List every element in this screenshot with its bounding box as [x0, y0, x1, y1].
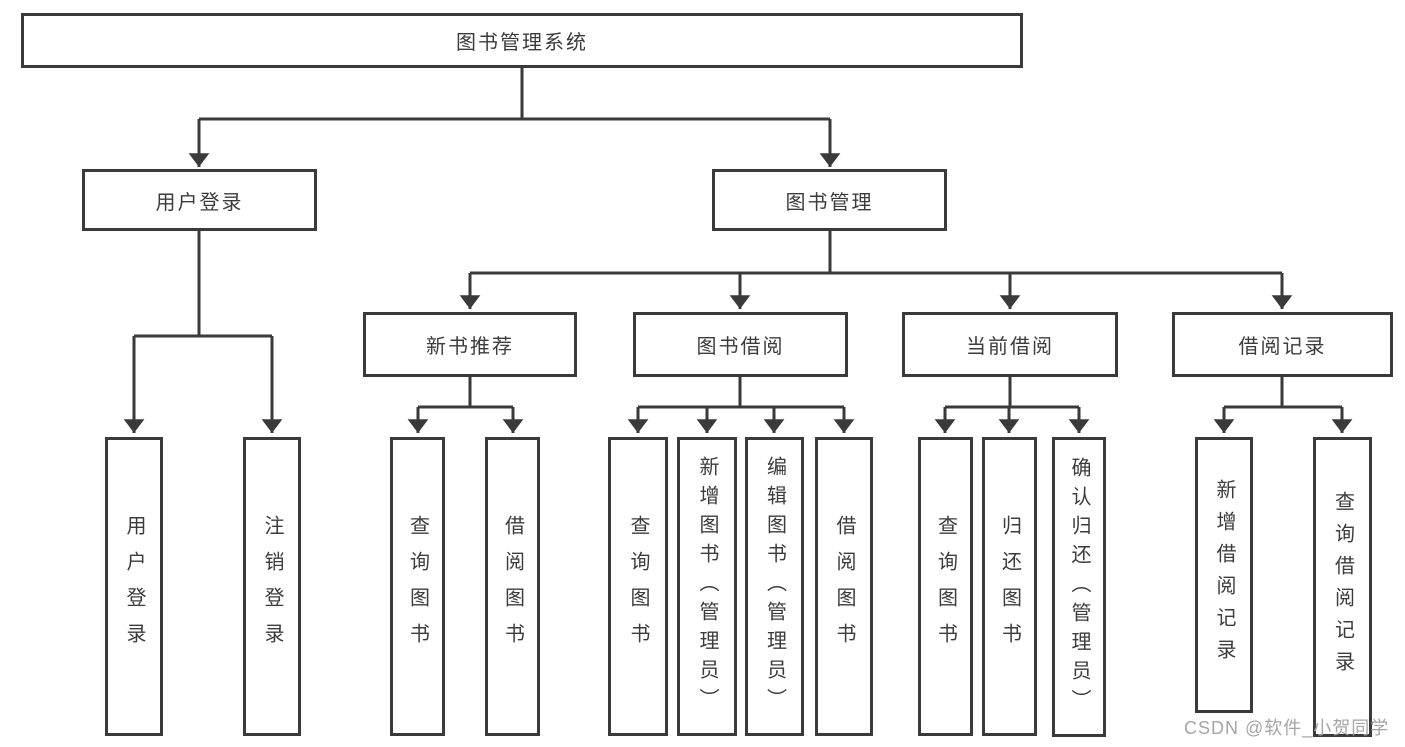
node-label: 图书借阅	[696, 336, 785, 358]
node-label: 注销登录	[261, 514, 283, 659]
leaf-query-books-current: 查询图书	[918, 437, 973, 736]
leaf-add-books-admin: 新增图书（管理员）	[677, 437, 737, 736]
leaf-edit-books-admin: 编辑图书（管理员）	[745, 437, 804, 736]
leaf-borrow-books: 借阅图书	[815, 437, 873, 736]
node-label: 用户登录	[155, 191, 244, 214]
node-label: 确认归还（管理员）	[1068, 456, 1090, 718]
node-label: 图书管理系统	[456, 32, 588, 54]
node-label: 查询图书	[934, 514, 957, 659]
node-label: 借阅图书	[833, 514, 855, 659]
leaf-confirm-return-admin: 确认归还（管理员）	[1052, 437, 1106, 737]
node-label: 当前借阅	[966, 336, 1054, 358]
leaf-query-books-recommend: 查询图书	[390, 437, 445, 736]
node-label: 查询借阅记录	[1331, 491, 1354, 683]
node-label: 查询图书	[406, 514, 429, 659]
node-user-login: 用户登录	[82, 169, 317, 231]
leaf-user-login: 用户登录	[105, 437, 163, 736]
node-label: 借阅图书	[501, 514, 524, 659]
node-current-borrow: 当前借阅	[902, 312, 1118, 377]
watermark-text: CSDN @软件_小贺同学	[1184, 718, 1390, 738]
node-new-book-recommend: 新书推荐	[363, 312, 577, 377]
node-borrow-records: 借阅记录	[1172, 312, 1393, 377]
leaf-logout: 注销登录	[243, 437, 301, 736]
node-root-system: 图书管理系统	[21, 13, 1023, 68]
node-book-borrow: 图书借阅	[633, 312, 848, 377]
node-label: 新增图书（管理员）	[696, 456, 718, 717]
leaf-query-borrow-record: 查询借阅记录	[1313, 437, 1372, 737]
node-book-management: 图书管理	[712, 169, 947, 231]
leaf-add-borrow-record: 新增借阅记录	[1195, 437, 1253, 713]
node-label: 新增借阅记录	[1213, 479, 1235, 671]
leaf-query-books-borrow: 查询图书	[608, 437, 668, 736]
leaf-borrow-books-recommend: 借阅图书	[485, 437, 540, 736]
node-label: 借阅记录	[1238, 336, 1327, 358]
node-label: 查询图书	[627, 514, 649, 659]
node-label: 用户登录	[123, 514, 145, 659]
node-label: 编辑图书（管理员）	[763, 456, 786, 717]
node-label: 图书管理	[785, 191, 874, 214]
leaf-return-books: 归还图书	[982, 437, 1037, 736]
node-label: 归还图书	[998, 514, 1021, 659]
node-label: 新书推荐	[426, 336, 514, 358]
